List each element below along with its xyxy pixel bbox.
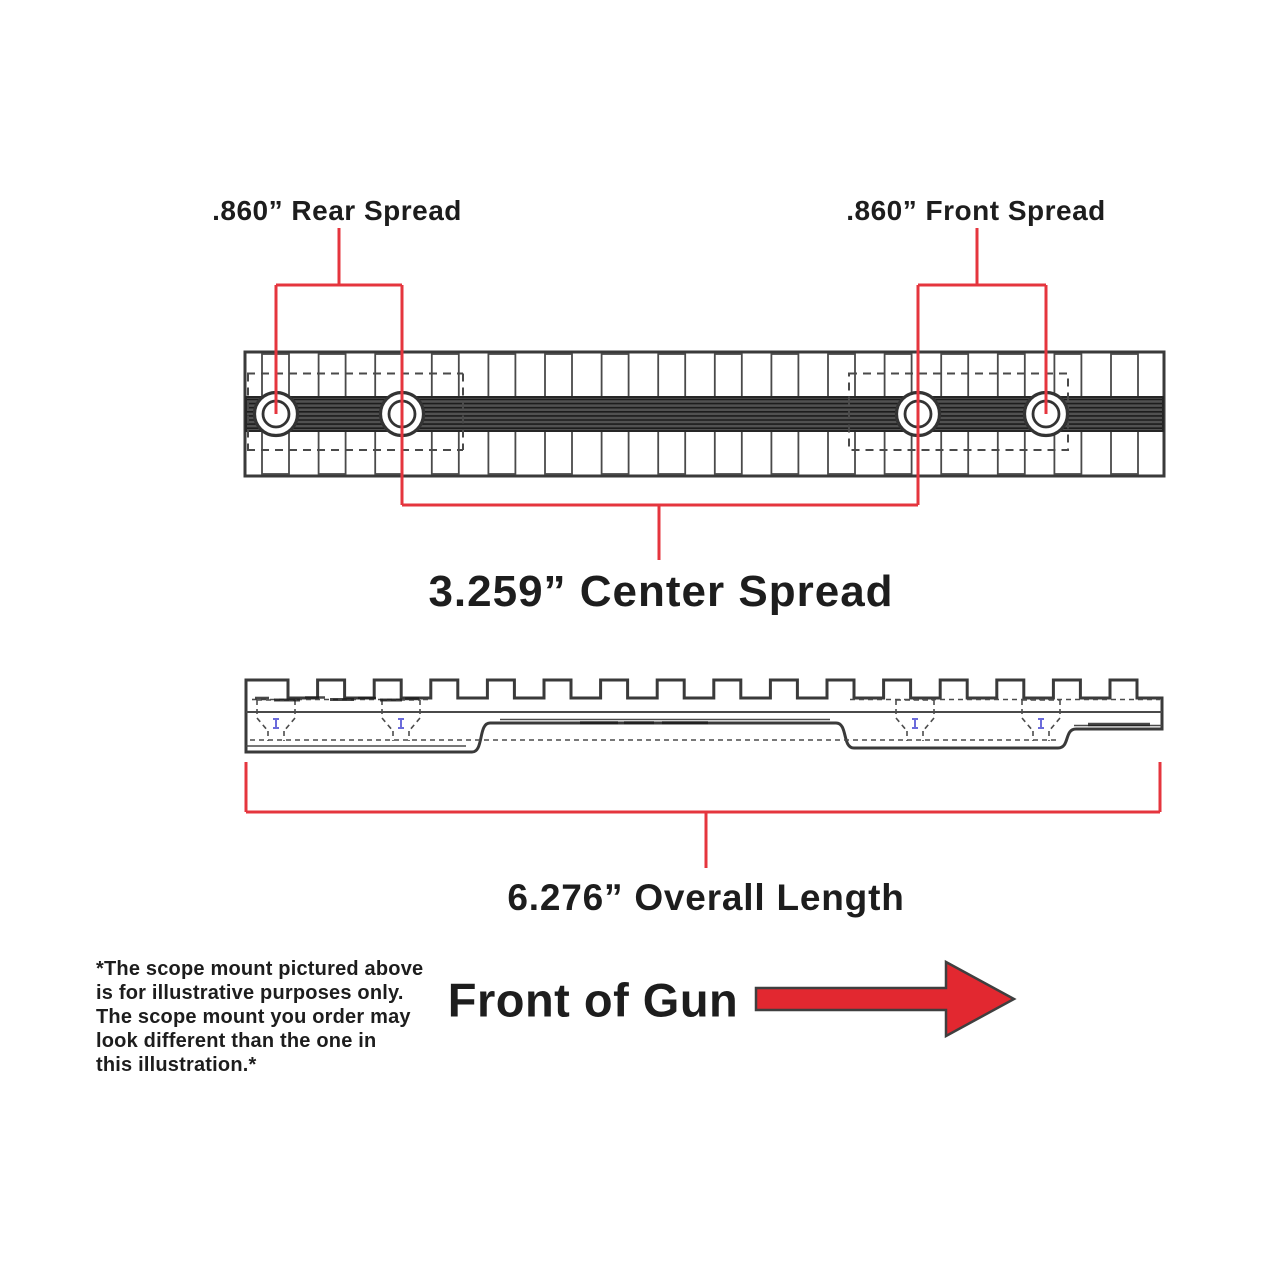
screw-center-mark <box>912 718 918 729</box>
overall-length-label: 6.276” Overall Length <box>507 877 905 918</box>
front-of-gun-arrow-icon <box>754 959 1017 1039</box>
front-spread-dimension <box>916 228 1048 505</box>
cross-slot <box>996 353 1026 398</box>
cross-slot <box>544 430 573 475</box>
screw-center-mark <box>1038 718 1044 729</box>
rear-spread-label: .860” Rear Spread <box>212 195 462 226</box>
engraving-marks <box>255 696 1150 727</box>
cross-slot <box>770 430 800 475</box>
rear-spread-dimension <box>274 228 404 505</box>
cross-slot <box>261 430 290 475</box>
cross-slot <box>317 430 347 475</box>
cross-slot <box>1110 353 1139 398</box>
cross-slot <box>430 430 460 475</box>
cross-slot <box>827 430 856 475</box>
cross-slot <box>600 353 630 398</box>
cross-slot <box>430 353 460 398</box>
cross-slot <box>940 430 970 475</box>
front-spread-label: .860” Front Spread <box>846 195 1106 226</box>
cross-slot <box>487 430 517 475</box>
cross-slot <box>1110 430 1139 475</box>
cross-slot <box>827 353 856 398</box>
disclaimer-text: *The scope mount pictured above is for i… <box>96 958 424 1076</box>
cross-slot <box>544 353 573 398</box>
cross-slot <box>487 353 517 398</box>
screw-center-mark <box>273 718 279 729</box>
cross-slot <box>940 353 970 398</box>
cross-slot <box>657 353 687 398</box>
cross-slot <box>713 430 743 475</box>
center-spread-label: 3.259” Center Spread <box>428 567 894 616</box>
cross-slot <box>770 353 800 398</box>
cross-slot <box>600 430 630 475</box>
hidden-screw-outline <box>1021 699 1061 741</box>
front-of-gun-label: Front of Gun <box>447 973 739 1027</box>
cross-slot <box>883 353 913 398</box>
cross-slot <box>374 353 404 398</box>
dimension-lines <box>244 228 1162 868</box>
cross-slot <box>317 353 347 398</box>
overall-length-dimension <box>244 762 1162 868</box>
cross-slot <box>996 430 1026 475</box>
screw-center-mark <box>398 718 404 729</box>
cross-slot <box>883 430 913 475</box>
cross-slot <box>713 353 743 398</box>
side-view <box>244 678 1164 754</box>
cross-slot <box>1053 353 1083 398</box>
top-view <box>243 350 1166 478</box>
cross-slot <box>374 430 404 475</box>
cross-slot <box>657 430 687 475</box>
hidden-screw-outline <box>895 699 935 741</box>
side-profile-outline <box>244 678 1164 754</box>
cross-slots <box>261 353 1139 475</box>
center-spread-dimension <box>402 503 918 560</box>
